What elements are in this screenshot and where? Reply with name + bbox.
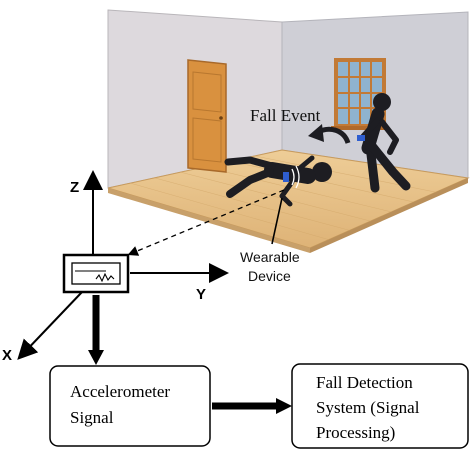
wearable-label-line1: Wearable [240,249,300,265]
wearable-pointer-line [271,197,283,245]
fallen-person-icon [224,155,332,207]
x-axis-label: X [2,347,12,364]
fall-arrow-icon [308,124,351,144]
accelerometer-box [49,365,211,447]
fall-event-label: Fall Event [250,106,321,125]
x-axis [17,291,83,360]
wearable-sensor-icon [283,165,300,189]
dashed-link-line [127,189,285,256]
down-arrow-head [88,350,104,365]
room-scene [107,9,470,253]
fall-detection-label-line2: System (Signal [316,398,420,417]
door-icon [187,59,227,173]
fall-detection-label-line1: Fall Detection [316,373,413,392]
wearable-label-line2: Device [248,268,291,284]
z-axis-label: Z [70,179,79,196]
right-arrow-head [276,398,292,414]
y-axis-label: Y [196,286,206,303]
floor-edge [108,188,310,253]
standing-person-icon [357,93,411,193]
accelerometer-label-line2: Signal [70,408,114,427]
floor-edge-right [310,178,468,253]
device-box [62,253,130,294]
fall-detection-box [291,363,469,449]
coordinate-axes [17,170,229,360]
accelerometer-label-line1: Accelerometer [70,382,170,401]
fall-detection-label-line3: Processing) [316,423,395,442]
